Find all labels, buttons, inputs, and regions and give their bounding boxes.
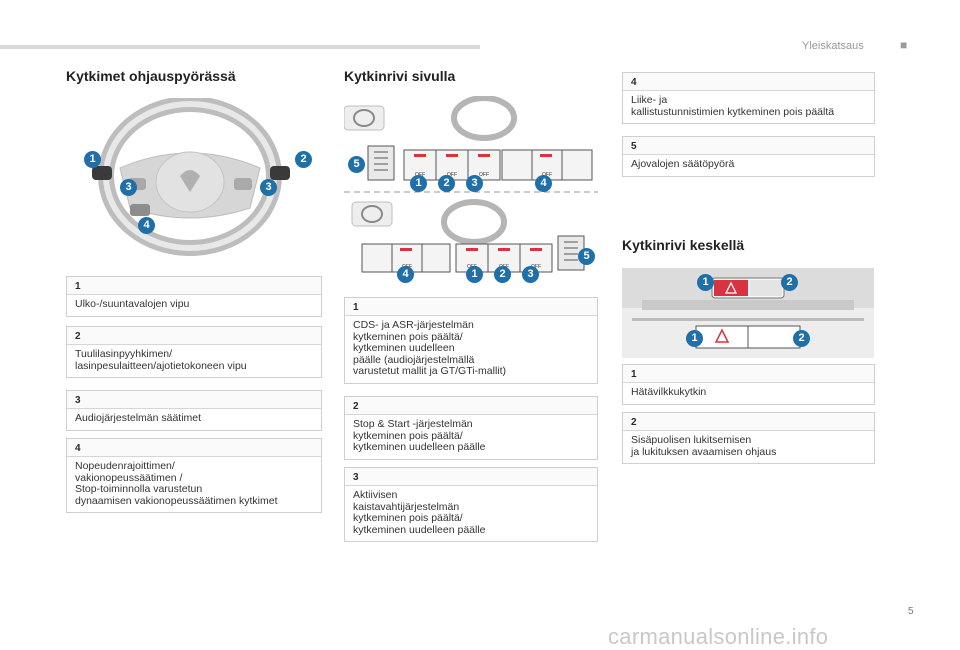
wheel-label-1: 1 [84, 151, 101, 168]
center-switch-illustration [622, 268, 874, 358]
side-top-label-3: 3 [466, 175, 483, 192]
wheel-label-3-right: 3 [260, 179, 277, 196]
item-number: 3 [345, 468, 597, 486]
side-item-4: 4 Liike- ja kallistustunnistimien kytkem… [622, 72, 875, 124]
center-bottom-label-2: 2 [793, 330, 810, 347]
item-text: Sisäpuolisen lukitsemisen ja lukituksen … [631, 434, 777, 458]
center-item-2: 2 Sisäpuolisen lukitsemisen ja lukitukse… [622, 412, 875, 464]
side-switch-illustration: OFF OFF OFF OFF OFF OFF OFF OFF [344, 96, 598, 273]
item-text: Audiojärjestelmän säätimet [75, 412, 202, 424]
page-number: 5 [908, 606, 914, 617]
item-number: 4 [67, 439, 321, 457]
side-bottom-label-3: 3 [522, 266, 539, 283]
svg-text:OFF: OFF [447, 172, 457, 178]
steering-item-2: 2 Tuulilasinpyyhkimen/ lasinpesulaitteen… [66, 326, 322, 378]
side-top-label-5: 5 [348, 156, 365, 173]
steering-title: Kytkimet ohjauspyörässä [66, 68, 236, 84]
item-text: Ajovalojen säätöpyörä [631, 158, 735, 170]
side-top-label-2: 2 [438, 175, 455, 192]
wheel-label-4: 4 [138, 217, 155, 234]
side-item-3: 3 Aktiivisen kaistavahtijärjestelmän kyt… [344, 467, 598, 542]
side-bottom-label-4: 4 [397, 266, 414, 283]
item-number: 1 [67, 277, 321, 295]
item-number: 2 [345, 397, 597, 415]
wheel-label-2: 2 [295, 151, 312, 168]
item-text: Ulko-/suuntavalojen vipu [75, 298, 190, 310]
side-item-2: 2 Stop & Start -järjestelmän kytkeminen … [344, 396, 598, 460]
item-number: 2 [67, 327, 321, 345]
item-text: Aktiivisen kaistavahtijärjestelmän kytke… [353, 489, 486, 536]
header-mark: ■ [900, 38, 908, 52]
item-number: 1 [345, 298, 597, 316]
svg-text:OFF: OFF [479, 172, 489, 178]
item-number: 5 [623, 137, 874, 155]
svg-text:OFF: OFF [531, 264, 541, 270]
center-item-1: 1 Hätävilkkukytkin [622, 364, 875, 405]
side-bottom-label-1: 1 [466, 266, 483, 283]
running-header: Yleiskatsaus [802, 40, 864, 52]
item-number: 4 [623, 73, 874, 91]
item-number: 3 [67, 391, 321, 409]
steering-item-4: 4 Nopeudenrajoittimen/ vakionopeussäätim… [66, 438, 322, 513]
header-rule [0, 45, 480, 49]
steering-item-3: 3 Audiojärjestelmän säätimet [66, 390, 322, 431]
item-text: Stop & Start -järjestelmän kytkeminen po… [353, 418, 486, 453]
item-number: 2 [623, 413, 874, 431]
steering-wheel-illustration [80, 98, 320, 258]
side-title: Kytkinrivi sivulla [344, 68, 456, 84]
center-bottom-label-1: 1 [686, 330, 703, 347]
side-bottom-label-5: 5 [578, 248, 595, 265]
item-text: Nopeudenrajoittimen/ vakionopeussäätimen… [75, 460, 278, 507]
center-title: Kytkinrivi keskellä [622, 237, 745, 253]
item-number: 1 [623, 365, 874, 383]
center-top-label-1: 1 [697, 274, 714, 291]
item-text: Hätävilkkukytkin [631, 386, 707, 398]
watermark: carmanualsonline.info [608, 624, 829, 649]
item-text: CDS- ja ASR-järjestelmän kytkeminen pois… [353, 319, 507, 377]
side-item-5: 5 Ajovalojen säätöpyörä [622, 136, 875, 177]
side-item-1: 1 CDS- ja ASR-järjestelmän kytkeminen po… [344, 297, 598, 384]
steering-item-1: 1 Ulko-/suuntavalojen vipu [66, 276, 322, 317]
center-top-label-2: 2 [781, 274, 798, 291]
side-top-label-1: 1 [410, 175, 427, 192]
item-text: Liike- ja kallistustunnistimien kytkemin… [631, 94, 835, 118]
side-bottom-label-2: 2 [494, 266, 511, 283]
side-top-label-4: 4 [535, 175, 552, 192]
item-text: Tuulilasinpyyhkimen/ lasinpesulaitteen/a… [75, 348, 247, 372]
wheel-label-3-left: 3 [120, 179, 137, 196]
